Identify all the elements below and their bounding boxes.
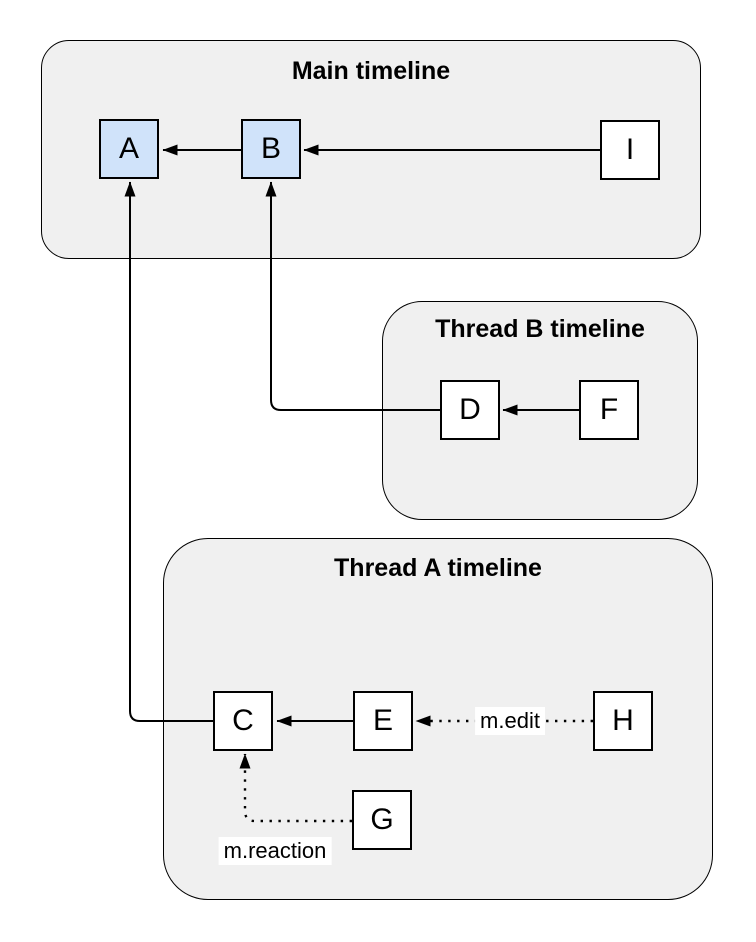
- thread-b-timeline-container: Thread B timeline: [382, 301, 698, 520]
- event-node-h: H: [593, 691, 653, 751]
- edge-label-m-edit: m.edit: [475, 707, 545, 735]
- event-node-b: B: [241, 119, 301, 179]
- main-timeline-title: Main timeline: [291, 57, 451, 85]
- event-node-g: G: [352, 790, 412, 850]
- thread-b-timeline-title: Thread B timeline: [435, 315, 645, 343]
- event-node-f: F: [579, 380, 639, 440]
- edge-label-m-reaction: m.reaction: [218, 837, 332, 865]
- event-node-a: A: [99, 119, 159, 179]
- event-node-d: D: [440, 380, 500, 440]
- event-node-c: C: [213, 691, 273, 751]
- event-node-i: I: [600, 120, 660, 180]
- thread-a-timeline-title: Thread A timeline: [334, 554, 542, 582]
- event-node-e: E: [353, 691, 413, 751]
